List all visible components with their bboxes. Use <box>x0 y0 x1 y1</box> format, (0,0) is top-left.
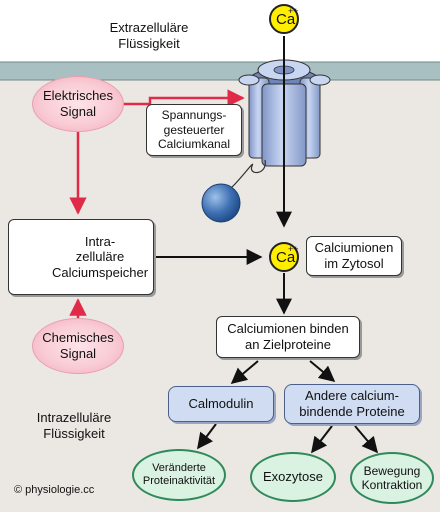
calcium-ion-icon: Ca++ <box>269 242 299 272</box>
chemical-signal-node: Chemisches Signal <box>32 318 124 374</box>
cell-membrane <box>0 62 440 80</box>
to-calmodulin-arrow <box>230 360 259 385</box>
to-exocytosis-arrow <box>311 425 333 454</box>
channel-linker <box>230 159 266 189</box>
inactivation-ball-icon <box>201 183 241 223</box>
cytosol-label: Calciumionen im Zytosol <box>306 236 402 276</box>
to-activity-arrow <box>197 423 217 450</box>
copyright: © physiologie.cc <box>14 484 95 496</box>
exocytosis-node: Exozytose <box>250 452 336 502</box>
to-movement-arrow <box>354 425 379 454</box>
binding-box: Calciumionen binden an Zielproteine <box>216 316 360 358</box>
other-proteins-box: Andere calcium- bindende Proteine <box>284 384 420 424</box>
extracellular-label: Extrazelluläre Flüssigkeit <box>109 20 189 51</box>
electric-signal-node: Elektrisches Signal <box>32 76 124 132</box>
channel-label: Spannungs- gesteuerter Calciumkanal <box>146 104 242 156</box>
activity-node: Veränderte Proteinaktivität <box>132 449 226 501</box>
signal-to-channel-arrow <box>122 89 245 107</box>
intracellular-label: Intrazelluläre Flüssigkeit <box>36 410 112 441</box>
movement-node: Bewegung Kontraktion <box>350 452 434 504</box>
calcium-ion-icon: Ca++ <box>269 4 299 34</box>
calmodulin-box: Calmodulin <box>168 386 274 422</box>
to-other-proteins-arrow <box>309 360 336 383</box>
calcium-store-box: Intra- zelluläre Calciumspeicher <box>8 219 154 295</box>
